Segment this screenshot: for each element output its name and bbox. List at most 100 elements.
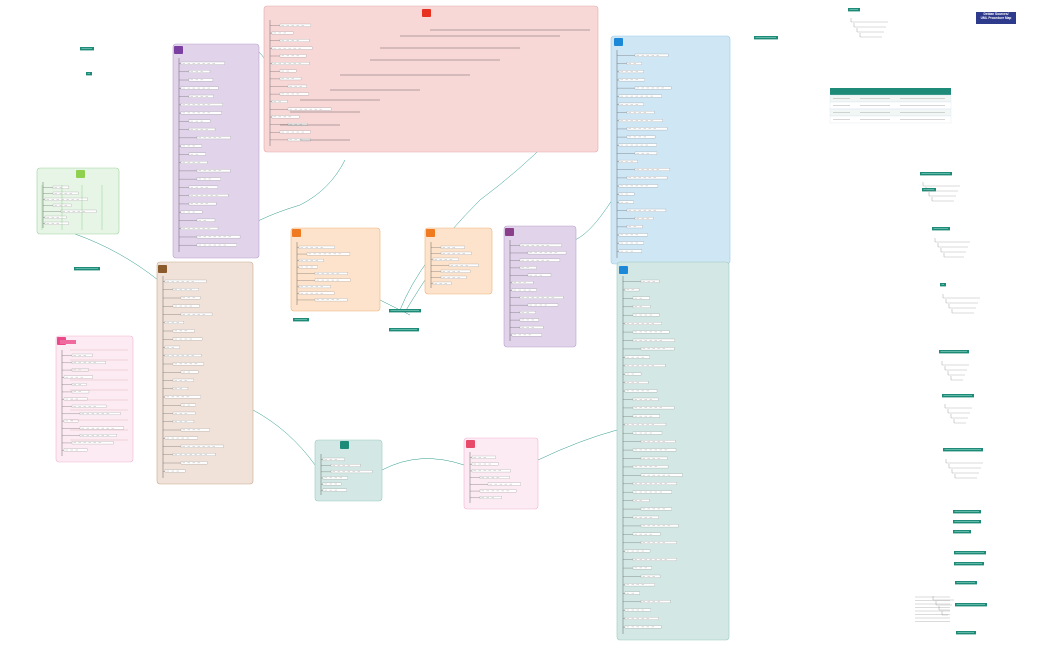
map-title[interactable]: Debian Sources/ UML Procedure Map — [976, 12, 1016, 24]
region-purple-left — [172, 43, 260, 259]
topic-node — [180, 111, 222, 115]
topic-node — [330, 470, 373, 474]
topic-node — [314, 298, 348, 302]
topic-node — [71, 353, 93, 357]
topic-node — [527, 273, 552, 277]
region-green-left-icon — [76, 170, 85, 178]
topic-node — [618, 159, 638, 163]
topic-node — [172, 378, 194, 382]
topic-node — [624, 423, 667, 427]
topic-node — [632, 490, 673, 494]
topic-node — [432, 281, 452, 285]
topic-node — [626, 135, 656, 139]
region-teal-right-bottom-icon — [619, 266, 628, 274]
topic-node — [440, 269, 471, 273]
connector-5 — [381, 458, 465, 471]
connector-8 — [404, 279, 426, 313]
topic-node — [527, 251, 567, 255]
topic-node — [172, 329, 195, 333]
topic-node — [618, 184, 659, 188]
topic-node — [180, 444, 224, 448]
topic-node — [271, 31, 294, 35]
topic-node — [632, 406, 675, 410]
info-table-header — [830, 88, 951, 95]
topic-node — [511, 281, 534, 285]
topic-node — [287, 138, 311, 142]
topic-node — [306, 252, 351, 256]
topic-node — [632, 431, 663, 435]
region-tan-left-icon — [158, 265, 167, 273]
topic-node — [164, 321, 185, 324]
topic-node — [287, 123, 308, 126]
topic-node — [640, 574, 661, 578]
topic-node — [487, 482, 521, 486]
topic-node — [471, 469, 511, 473]
topic-node — [640, 279, 660, 283]
topic-node — [164, 279, 207, 283]
topic-node — [640, 507, 672, 511]
region-red-top — [263, 5, 599, 153]
topic-node — [632, 566, 652, 570]
topic-node — [287, 84, 307, 88]
topic-node — [172, 362, 204, 366]
topic-node — [188, 185, 218, 189]
topic-node — [180, 312, 213, 316]
topic-node — [279, 77, 302, 81]
topic-node — [180, 296, 201, 300]
topic-node — [298, 285, 331, 289]
map-title-line2: UML Procedure Map — [980, 15, 1012, 20]
topic-node — [640, 600, 671, 604]
region-teal-bottom-mid-icon — [340, 441, 349, 449]
topic-node — [618, 94, 662, 98]
topic-node — [624, 583, 655, 587]
topic-node — [519, 258, 561, 262]
region-pink-left — [55, 335, 134, 463]
topic-node — [188, 70, 211, 73]
topic-node — [188, 119, 211, 123]
topic-node — [298, 265, 318, 269]
topic-node — [448, 263, 479, 267]
topic-node — [624, 364, 666, 368]
connector-4 — [252, 409, 316, 466]
topic-node — [172, 337, 203, 341]
topic-node — [180, 103, 223, 107]
region-pink-bottom-mid-icon — [466, 440, 475, 448]
topic-node — [279, 39, 310, 42]
topic-node — [180, 210, 203, 214]
topic-node — [172, 420, 195, 423]
topic-node — [279, 92, 309, 96]
topic-node — [440, 251, 472, 255]
topic-node — [196, 243, 237, 247]
region-orange-mid-right-icon — [426, 229, 435, 237]
region-orange-mid — [290, 227, 381, 312]
connector-9 — [258, 51, 265, 59]
connector-6 — [537, 429, 618, 461]
topic-node — [618, 233, 648, 237]
topic-node — [279, 130, 311, 134]
topic-node — [44, 197, 88, 201]
topic-node — [634, 217, 654, 220]
topic-node — [519, 243, 562, 247]
pink-header-bar — [60, 340, 76, 344]
map-title-line1: Debian Sources/ — [983, 12, 1009, 16]
topic-node — [624, 389, 658, 393]
topic-node — [322, 482, 342, 486]
topic-node — [180, 144, 202, 148]
region-blue-right-top-icon — [614, 38, 623, 46]
topic-node — [172, 411, 196, 415]
topic-node — [527, 303, 559, 307]
topic-node — [626, 127, 668, 131]
topic-node — [172, 453, 216, 456]
topic-node — [330, 464, 361, 467]
topic-node — [180, 428, 210, 432]
connector-3 — [74, 233, 159, 281]
topic-node — [632, 338, 676, 342]
info-table-row — [829, 115, 952, 124]
topic-node — [71, 441, 114, 445]
region-purple-left-icon — [174, 46, 183, 54]
topic-node — [314, 272, 348, 275]
topic-node — [164, 469, 186, 473]
region-purple-mid — [503, 225, 577, 348]
